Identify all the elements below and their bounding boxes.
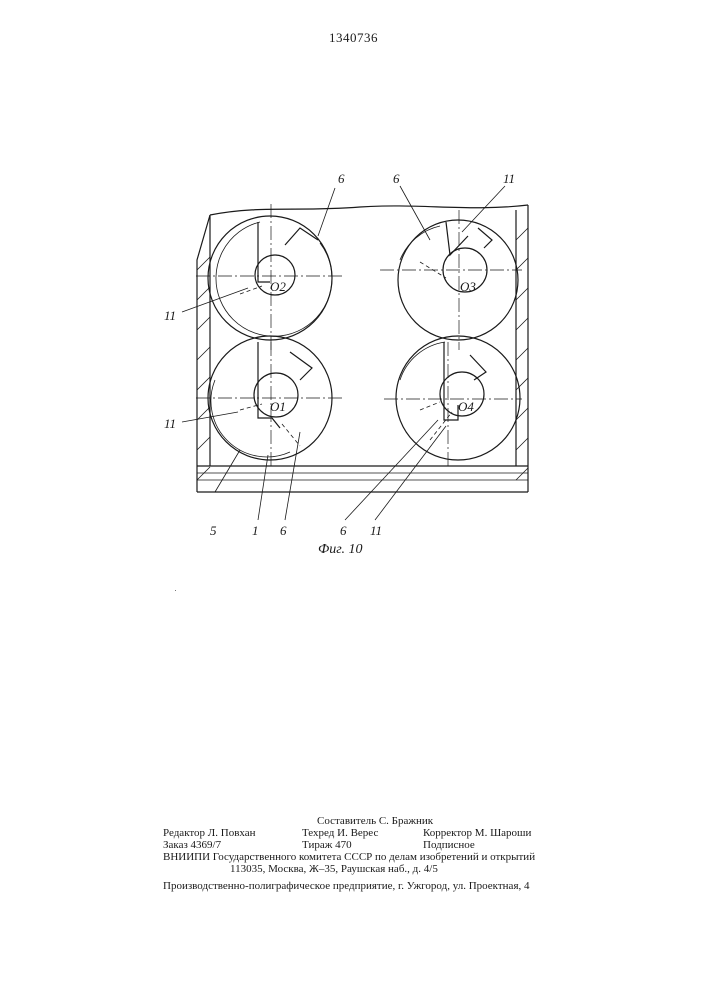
disc-o4 [384,336,522,468]
label-11-bottom-right: 11 [370,523,382,538]
label-o3: O3 [460,279,476,294]
label-11-left-upper: 11 [164,308,176,323]
label-o1: O1 [270,399,286,414]
label-11-left-lower: 11 [164,416,176,431]
imprint-techred: Техред И. Верес [302,827,378,839]
leader-lines [182,186,505,520]
label-11-top-right: 11 [503,171,515,186]
label-o4: O4 [458,399,474,414]
label-6-top-right: 6 [393,171,400,186]
right-wall-hatching [516,228,528,480]
label-o2: O2 [270,279,286,294]
speck [175,590,176,591]
imprint-address: 113035, Москва, Ж–35, Раушская наб., д. … [230,863,438,875]
left-wall-hatching [197,257,210,480]
figure-caption: Фиг. 10 [318,542,363,557]
imprint-corrector: Корректор М. Шароши [423,827,531,839]
imprint-institute: ВНИИПИ Государственного комитета СССР по… [163,851,535,863]
label-6-bottom-right: 6 [340,523,347,538]
disc-o3 [380,210,522,350]
imprint-printing: Производственно-полиграфическое предприя… [163,880,530,892]
disc-o2 [196,204,345,350]
label-6-top-left: 6 [338,171,345,186]
break-line [210,205,528,215]
imprint-compiler: Составитель С. Бражник [317,815,433,827]
label-5-bottom: 5 [210,523,217,538]
label-1-bottom: 1 [252,523,259,538]
imprint-order: Заказ 4369/7 [163,839,221,851]
imprint-circulation: Тираж 470 [302,839,352,851]
imprint-subscription: Подписное [423,839,475,851]
imprint-editor: Редактор Л. Повхан [163,827,256,839]
label-6-bottom: 6 [280,523,287,538]
